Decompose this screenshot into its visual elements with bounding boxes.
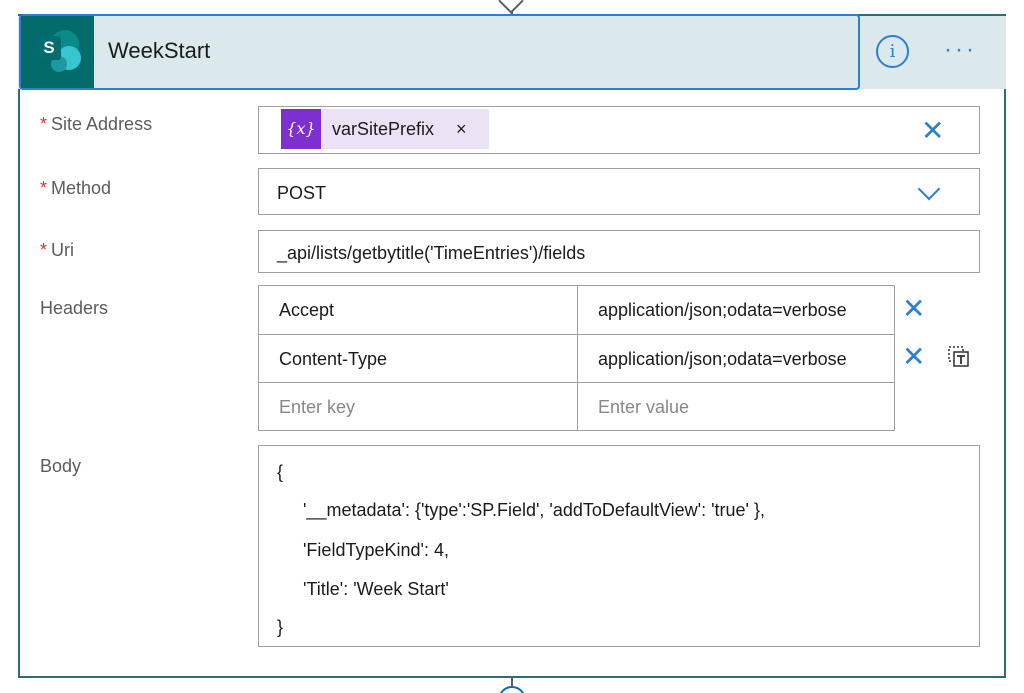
site-address-field[interactable]: {x} varSitePrefix × ✕ — [258, 106, 980, 154]
body-input[interactable]: { '__metadata': {'type':'SP.Field', 'add… — [258, 445, 980, 647]
chevron-down-icon[interactable] — [917, 177, 941, 201]
uri-label: *Uri — [40, 240, 75, 260]
body-line: 'FieldTypeKind': 4, — [303, 540, 449, 560]
method-value: POST — [277, 183, 327, 203]
action-title-box[interactable] — [19, 14, 860, 90]
more-options-icon[interactable]: ··· — [944, 36, 977, 63]
clear-icon[interactable]: ✕ — [921, 115, 945, 146]
add-step-icon[interactable] — [498, 686, 526, 693]
uri-input[interactable]: _api/lists/getbytitle('TimeEntries')/fie… — [258, 230, 980, 273]
new-header-key-input[interactable]: Enter key — [279, 397, 356, 417]
new-header-value-input[interactable]: Enter value — [598, 397, 690, 417]
arrow-down-icon — [498, 0, 524, 14]
body-line: '__metadata': {'type':'SP.Field', 'addTo… — [303, 500, 765, 520]
switch-to-text-mode-icon[interactable] — [948, 346, 970, 368]
body-line: } — [277, 617, 284, 637]
headers-label: Headers — [40, 298, 109, 318]
variable-token[interactable]: {x} varSitePrefix × — [281, 109, 489, 149]
method-label: *Method — [40, 178, 112, 198]
header-value-input[interactable]: application/json;odata=verbose — [598, 300, 847, 320]
body-label: Body — [40, 456, 82, 476]
header-key-input[interactable]: Accept — [279, 300, 335, 320]
remove-header-icon[interactable]: ✕ — [902, 341, 926, 372]
token-remove-icon[interactable]: × — [456, 119, 467, 139]
required-marker: * — [40, 178, 48, 198]
flow-connector-bottom — [511, 678, 513, 693]
header-value-input[interactable]: application/json;odata=verbose — [598, 349, 847, 369]
sharepoint-letter: S — [37, 36, 61, 60]
variable-icon: {x} — [281, 109, 321, 149]
info-icon[interactable]: i — [876, 35, 909, 68]
sharepoint-logo: S — [37, 30, 83, 74]
body-line: { — [277, 462, 284, 482]
uri-value: _api/lists/getbytitle('TimeEntries')/fie… — [277, 243, 586, 263]
body-line: 'Title': 'Week Start' — [303, 579, 449, 599]
token-label: varSitePrefix — [332, 119, 435, 139]
site-address-label: *Site Address — [40, 114, 153, 134]
remove-header-icon[interactable]: ✕ — [902, 293, 926, 324]
method-select[interactable]: POST — [258, 168, 980, 215]
header-key-input[interactable]: Content-Type — [279, 349, 388, 369]
headers-table: Accept application/json;odata=verbose Co… — [258, 285, 895, 431]
action-title[interactable]: WeekStart — [108, 38, 211, 63]
required-marker: * — [40, 240, 48, 260]
required-marker: * — [40, 114, 48, 134]
